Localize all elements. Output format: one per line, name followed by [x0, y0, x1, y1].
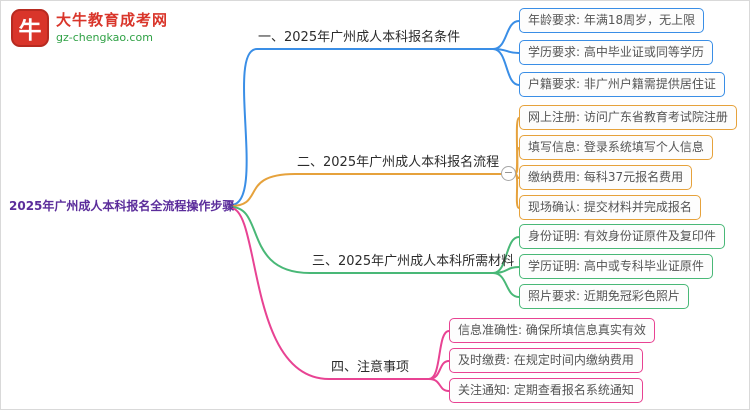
branch-1-label[interactable]: 一、2025年广州成人本科报名条件	[258, 30, 461, 45]
branch-2-collapse-button[interactable]: −	[501, 166, 516, 181]
leaf-education-requirement[interactable]: 学历要求: 高中毕业证或同等学历	[519, 40, 713, 65]
leaf-online-registration[interactable]: 网上注册: 访问广东省教育考试院注册	[519, 105, 737, 130]
leaf-education-proof[interactable]: 学历证明: 高中或专科毕业证原件	[519, 254, 713, 279]
site-logo-text: 大牛教育成考网 gz-chengkao.com	[56, 11, 168, 45]
leaf-information-accuracy[interactable]: 信息准确性: 确保所填信息真实有效	[449, 318, 655, 343]
root-node[interactable]: 2025年广州成人本科报名全流程操作步骤	[9, 199, 235, 213]
branch-1-lines	[230, 20, 520, 206]
leaf-onsite-confirmation[interactable]: 现场确认: 提交材料并完成报名	[519, 195, 701, 220]
site-logo: 牛 大牛教育成考网 gz-chengkao.com	[11, 9, 168, 47]
branch-3-label[interactable]: 三、2025年广州成人本科所需材料	[312, 254, 515, 269]
site-name: 大牛教育成考网	[56, 11, 169, 29]
site-domain: gz-chengkao.com	[56, 31, 153, 44]
leaf-residence-requirement[interactable]: 户籍要求: 非广州户籍需提供居住证	[519, 72, 725, 97]
leaf-identity-proof[interactable]: 身份证明: 有效身份证原件及复印件	[519, 224, 725, 249]
leaf-photo-requirement[interactable]: 照片要求: 近期免冠彩色照片	[519, 284, 689, 309]
leaf-fill-information[interactable]: 填写信息: 登录系统填写个人信息	[519, 135, 713, 160]
branch-4-label[interactable]: 四、注意事项	[331, 360, 410, 375]
leaf-follow-notifications[interactable]: 关注通知: 定期查看报名系统通知	[449, 378, 643, 403]
bull-logo-icon: 牛	[11, 9, 49, 47]
leaf-pay-fee[interactable]: 缴纳费用: 每科37元报名费用	[519, 165, 693, 190]
leaf-age-requirement[interactable]: 年龄要求: 年满18周岁，无上限	[519, 8, 705, 33]
branch-2-label[interactable]: 二、2025年广州成人本科报名流程	[297, 155, 500, 170]
leaf-timely-payment[interactable]: 及时缴费: 在规定时间内缴纳费用	[449, 348, 643, 373]
